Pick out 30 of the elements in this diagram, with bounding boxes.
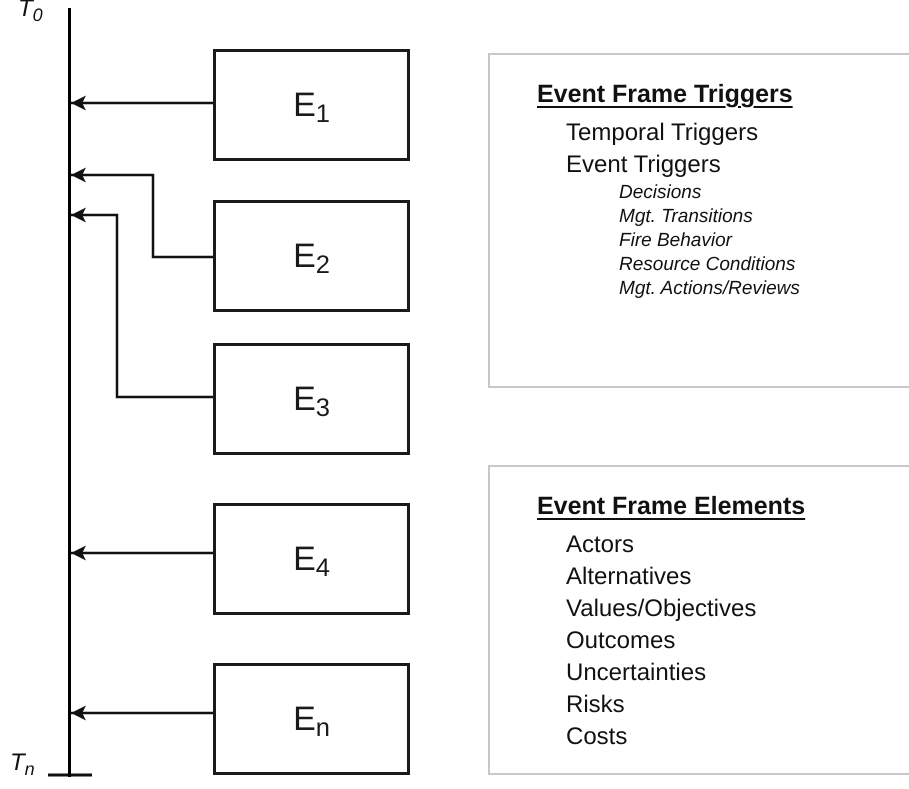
arrow xyxy=(71,96,213,110)
arrow xyxy=(71,546,213,560)
list-item: Resource Conditions xyxy=(619,253,796,277)
list-item: Uncertainties xyxy=(566,658,706,688)
panel-heading: Event Frame Elements xyxy=(537,491,806,522)
event-box: E$_{1}$ xyxy=(213,49,410,161)
list-item: Mgt. Transitions xyxy=(619,205,753,229)
arrow xyxy=(71,208,213,398)
timeline-axis xyxy=(68,8,71,777)
list-item: Actors xyxy=(566,530,634,560)
event-box: E$_{n}$ xyxy=(213,663,410,775)
event-box: E$_{2}$ xyxy=(213,200,410,312)
time-label: T$_{n}$ xyxy=(10,748,35,778)
list-item: Fire Behavior xyxy=(619,229,732,253)
info-panel xyxy=(488,53,909,388)
arrow xyxy=(71,706,213,720)
panel-heading: Event Frame Triggers xyxy=(537,79,793,110)
list-item: Alternatives xyxy=(566,562,692,592)
list-item: Costs xyxy=(566,722,628,752)
arrow xyxy=(71,168,213,258)
info-panel xyxy=(488,465,909,775)
list-item: Risks xyxy=(566,690,625,720)
event-box: E$_{3}$ xyxy=(213,343,410,455)
list-item: Decisions xyxy=(619,181,702,205)
list-item: Event Triggers xyxy=(566,150,721,180)
event-box: E$_{4}$ xyxy=(213,503,410,615)
list-item: Temporal Triggers xyxy=(566,118,758,148)
list-item: Values/Objectives xyxy=(566,594,756,624)
list-item: Mgt. Actions/Reviews xyxy=(619,277,800,301)
list-item: Outcomes xyxy=(566,626,676,656)
